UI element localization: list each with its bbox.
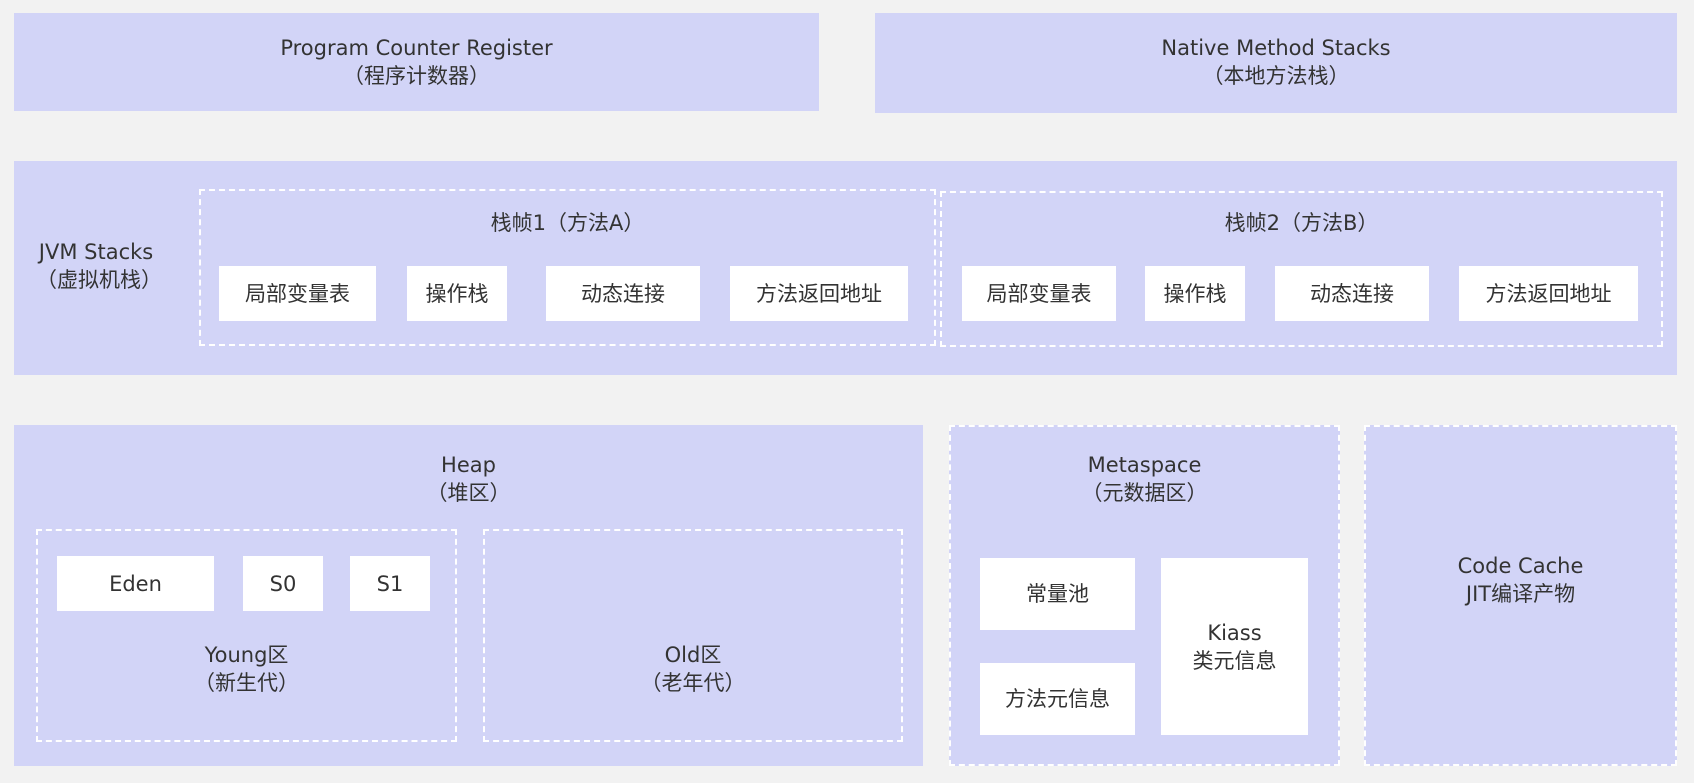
code-cache-name: Code Cache [1457, 554, 1584, 578]
old-name: Old区 [664, 643, 722, 667]
frame1-local-variables: 局部变量表 [219, 266, 376, 321]
jvm-stacks: JVM Stacks （虚拟机栈） 栈帧1（方法A） 局部变量表 操作栈 动态连… [14, 161, 1677, 375]
old-title: Old区 （老年代） [485, 641, 901, 697]
young-title: Young区 （新生代） [38, 641, 455, 697]
jvm-stacks-cn: （虚拟机栈） [36, 268, 162, 292]
pc-register-cn: （程序计数器） [343, 64, 490, 88]
s1-box: S1 [350, 556, 430, 611]
heap-title: Heap （堆区） [14, 451, 923, 507]
native-stacks-cn: （本地方法栈） [1202, 64, 1350, 88]
old-generation: Old区 （老年代） [483, 529, 903, 742]
method-meta-box: 方法元信息 [980, 663, 1135, 735]
frame1-dynamic-linking: 动态连接 [546, 266, 700, 321]
native-method-stacks: Native Method Stacks （本地方法栈） [875, 13, 1677, 113]
jvm-stacks-name: JVM Stacks [38, 240, 154, 264]
heap: Heap （堆区） Eden S0 S1 Young区 （新生代） Old区 （… [14, 425, 923, 766]
code-cache-title: Code Cache JIT编译产物 [1366, 552, 1675, 608]
jvm-stacks-label: JVM Stacks （虚拟机栈） [36, 238, 162, 294]
stack-frame-2-title: 栈帧2（方法B） [1224, 211, 1379, 235]
klass-cn: 类元信息 [1192, 648, 1277, 673]
metaspace: Metaspace （元数据区） 常量池 方法元信息 Kiass 类元信息 [949, 425, 1340, 766]
metaspace-name: Metaspace [1087, 453, 1202, 477]
eden-box: Eden [57, 556, 214, 611]
heap-cn: （堆区） [426, 481, 511, 505]
young-cn: （新生代） [194, 671, 299, 695]
old-cn: （老年代） [640, 671, 746, 695]
metaspace-cn: （元数据区） [1081, 481, 1208, 505]
heap-name: Heap [441, 453, 496, 477]
pc-register-name: Program Counter Register [280, 36, 553, 60]
stack-frame-1-title: 栈帧1（方法A） [490, 211, 645, 235]
frame1-operand-stack: 操作栈 [407, 266, 507, 321]
young-name: Young区 [204, 643, 289, 667]
code-cache: Code Cache JIT编译产物 [1364, 425, 1677, 766]
program-counter-register: Program Counter Register （程序计数器） [14, 13, 819, 111]
frame2-return-address: 方法返回地址 [1459, 266, 1638, 321]
stack-frame-2: 栈帧2（方法B） 局部变量表 操作栈 动态连接 方法返回地址 [940, 191, 1663, 347]
klass-name: Kiass [1207, 620, 1262, 645]
young-generation: Eden S0 S1 Young区 （新生代） [36, 529, 457, 742]
constant-pool-box: 常量池 [980, 558, 1135, 630]
metaspace-title: Metaspace （元数据区） [951, 451, 1338, 507]
frame2-local-variables: 局部变量表 [962, 266, 1116, 321]
frame1-return-address: 方法返回地址 [730, 266, 908, 321]
frame2-dynamic-linking: 动态连接 [1275, 266, 1429, 321]
pc-register-title: Program Counter Register （程序计数器） [14, 34, 819, 90]
stack-frame-1: 栈帧1（方法A） 局部变量表 操作栈 动态连接 方法返回地址 [199, 189, 936, 346]
code-cache-cn: JIT编译产物 [1465, 582, 1576, 606]
native-stacks-name: Native Method Stacks [1161, 36, 1391, 60]
native-stacks-title: Native Method Stacks （本地方法栈） [875, 34, 1677, 90]
klass-meta-box: Kiass 类元信息 [1161, 558, 1308, 735]
frame2-operand-stack: 操作栈 [1145, 266, 1245, 321]
s0-box: S0 [243, 556, 323, 611]
